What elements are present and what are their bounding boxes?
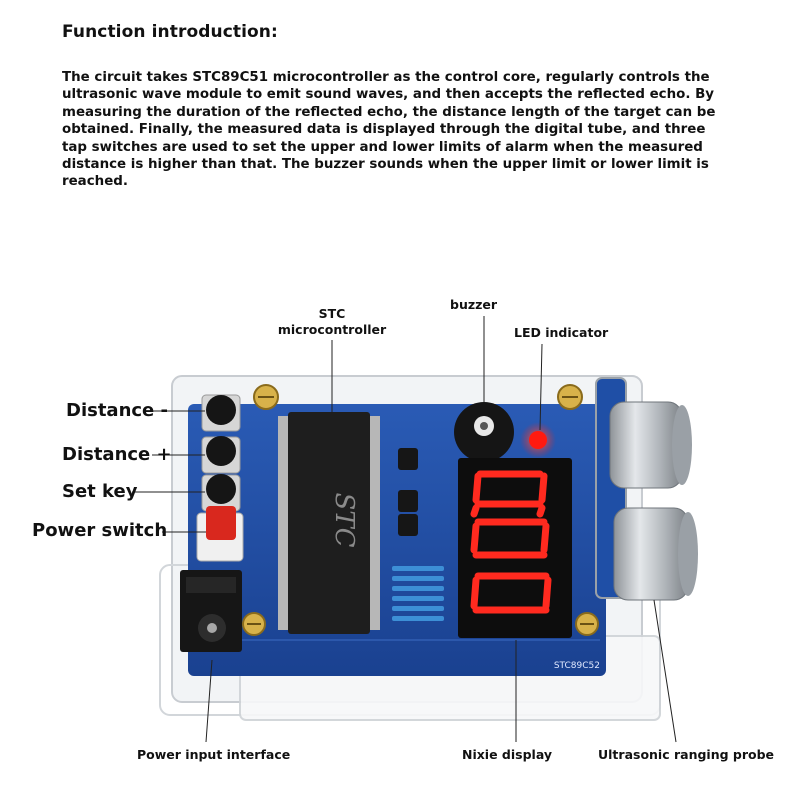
callout-leader-lines [132,316,677,743]
description-line: obtained. Finally, the measured data is … [62,122,706,138]
label-ultrasonic-ranging-probe: Ultrasonic ranging probe [598,747,775,762]
description-line: reached. [62,174,128,190]
description-line: tap switches are used to set the upper a… [62,139,703,155]
label-stc-line1: STC [318,306,346,321]
label-distance-minus: Distance - [66,400,169,421]
label-nixie-display: Nixie display [462,747,553,762]
description-line: distance is higher than that. The buzzer… [62,157,709,173]
label-led-indicator: LED indicator [514,325,609,340]
function-description: The circuit takes STC89C51 microcontroll… [62,69,742,191]
distance-minus-button [201,394,241,432]
description-line: ultrasonic wave module to emit sound wav… [62,87,715,103]
resistor-array-icon [392,566,444,621]
power-input-jack [180,570,242,652]
ultrasonic-ranging-probe [595,377,698,601]
buzzer-icon [454,402,514,462]
screw-icon [242,384,599,636]
label-stc-line2: microcontroller [277,322,387,337]
label-power-switch: Power switch [32,520,168,541]
distance-plus-button [201,436,241,474]
description-line: The circuit takes STC89C51 microcontroll… [62,70,710,85]
transistor-icon [398,448,418,536]
chip-marking: STC [329,492,359,547]
label-power-input-interface: Power input interface [137,747,291,762]
label-distance-plus: Distance + [62,444,172,465]
board-code: STC89C52 [554,661,600,671]
label-set-key: Set key [62,481,138,502]
section-heading: Function introduction: [62,22,278,42]
set-key-button [201,474,241,512]
power-switch-button [196,506,244,562]
led-indicator-icon [520,422,556,458]
nixie-display [458,458,572,638]
description-line: measuring the duration of the reflected … [62,104,716,120]
stc-microcontroller-chip: STC [278,412,380,634]
label-buzzer: buzzer [450,297,498,312]
